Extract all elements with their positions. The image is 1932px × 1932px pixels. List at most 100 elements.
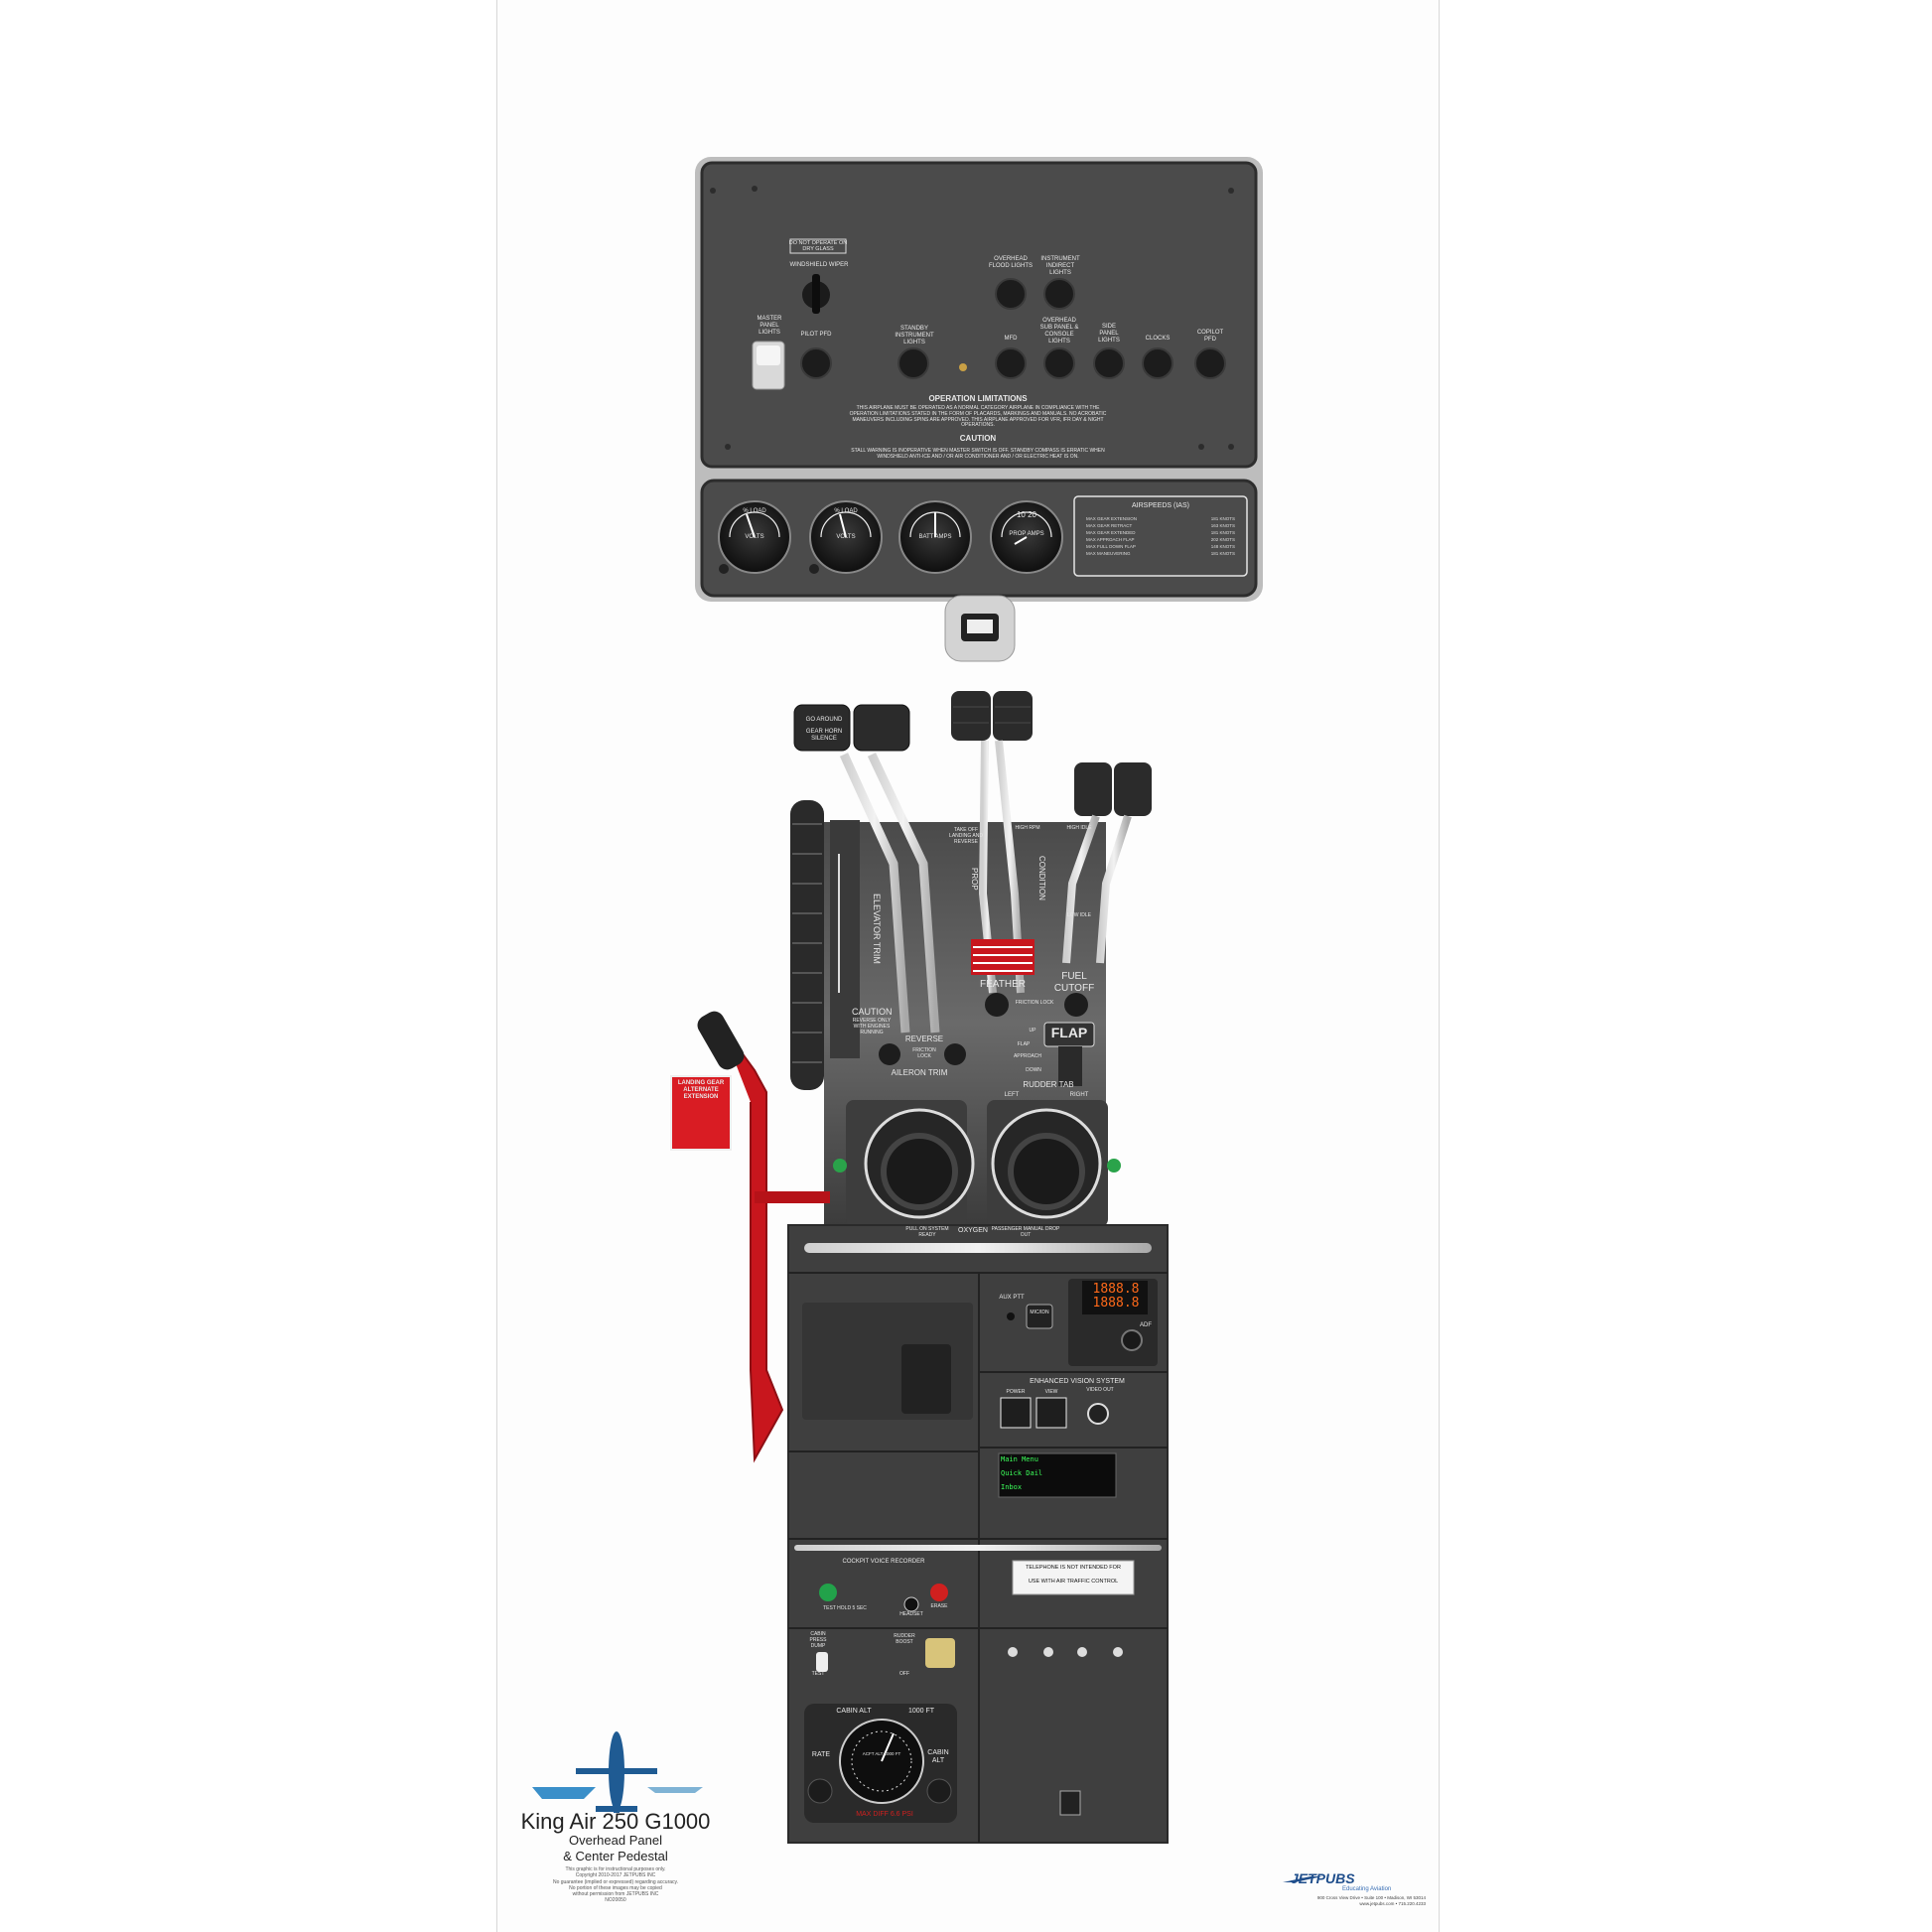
go-around-button[interactable]: GO AROUND bbox=[805, 717, 843, 723]
fine-print-line: Copyright 2010-2017 JETPUBS INC bbox=[575, 1872, 656, 1879]
brand-address-line: 900 Cross View Drive • Suite 100 • Madis… bbox=[1316, 1895, 1426, 1900]
rudder-right-label: RIGHT bbox=[1069, 1092, 1089, 1098]
cabin-diff-warning: MAX DIFF 6.6 PSI bbox=[856, 1811, 913, 1818]
caution-title: CAUTION bbox=[959, 434, 997, 443]
reverse-caution-text: REVERSE ONLY WITH ENGINES RUNNING bbox=[852, 1018, 892, 1035]
aileron-trim-label: AILERON TRIM bbox=[891, 1068, 948, 1077]
airspeeds-title: AIRSPEEDS (IAS) bbox=[1132, 502, 1189, 509]
high-idle-label: HIGH IDLE bbox=[1066, 825, 1092, 831]
brand-tagline: Educating Aviation bbox=[1342, 1886, 1392, 1892]
evs-view-button[interactable]: VIEW bbox=[1044, 1389, 1058, 1395]
elevator-trim-label: ELEVATOR TRIM bbox=[872, 894, 882, 964]
instrument-indirect-label: INSTRUMENT INDIRECT LIGHTS bbox=[1040, 256, 1080, 276]
fine-print-line: No guarantee (implied or expressed) rega… bbox=[552, 1878, 679, 1885]
gauge-3-label: BATT AMPS bbox=[918, 534, 952, 540]
flap-down-label: DOWN bbox=[1026, 1067, 1041, 1073]
reverse-caution-title: CAUTION bbox=[852, 1007, 893, 1017]
cvr-headset-label: HEADSET bbox=[899, 1611, 923, 1617]
high-rpm-label: HIGH RPM bbox=[1015, 825, 1040, 831]
telephone-placard-2: USE WITH AIR TRAFFIC CONTROL bbox=[1028, 1579, 1119, 1585]
adf-active-frequency: 1888.8 bbox=[1092, 1282, 1140, 1297]
gauge-1-top: % LOAD bbox=[743, 508, 766, 514]
gauge-2-label: VOLTS bbox=[836, 534, 856, 540]
mfd-label: MFD bbox=[1004, 336, 1018, 342]
do-not-operate-placard: DO NOT OPERATE ON DRY GLASS bbox=[788, 240, 848, 253]
cvr-title: COCKPIT VOICE RECORDER bbox=[842, 1559, 925, 1565]
mic-idn-button[interactable]: MIC/IDN bbox=[1030, 1310, 1049, 1315]
takeoff-landing-label: TAKE OFF LANDING AND REVERSE bbox=[949, 827, 983, 845]
cabin-alt-right-label: CABIN ALT bbox=[927, 1749, 949, 1765]
lcd-line-3: Inbox bbox=[1001, 1483, 1023, 1491]
flap-flap-label: FLAP bbox=[1017, 1041, 1031, 1047]
fine-print: This graphic is for instructional purpos… bbox=[536, 1866, 695, 1904]
flap-handle[interactable]: FLAP bbox=[1050, 1025, 1088, 1040]
flap-approach-label: APPROACH bbox=[1013, 1053, 1042, 1059]
cabin-alt-label: CABIN ALT bbox=[836, 1708, 872, 1715]
overhead-panel bbox=[695, 157, 1263, 662]
copilot-pfd-label: COPILOT PFD bbox=[1196, 330, 1224, 343]
brand-name: JETPUBS bbox=[1291, 1870, 1355, 1886]
oxygen-passenger-label: PASSENGER MANUAL DROP OUT bbox=[991, 1226, 1060, 1238]
gauge-4-label: PROP AMPS bbox=[1009, 531, 1044, 537]
landing-gear-placard: LANDING GEAR ALTERNATE EXTENSION bbox=[677, 1080, 725, 1100]
flap-up-label: UP bbox=[1029, 1028, 1036, 1034]
caution-text: STALL WARNING IS INOPERATIVE WHEN MASTER… bbox=[851, 448, 1105, 460]
master-panel-lights-label[interactable]: MASTER PANEL LIGHTS bbox=[757, 316, 782, 336]
evs-power-button[interactable]: POWER bbox=[1006, 1389, 1026, 1395]
evs-video-out-label: VIDEO OUT bbox=[1086, 1387, 1114, 1393]
lcd-line-2: Quick Dail bbox=[1001, 1469, 1043, 1477]
feather-label: FEATHER bbox=[980, 979, 1026, 990]
reverse-label: REVERSE bbox=[904, 1035, 944, 1043]
lcd-line-1: Main Menu bbox=[1001, 1455, 1038, 1463]
adf-label: ADF bbox=[1140, 1322, 1152, 1328]
acft-alt-label: ACFT ALT 1000 FT bbox=[862, 1751, 901, 1756]
windshield-wiper-label[interactable]: WINDSHIELD WIPER bbox=[789, 262, 849, 268]
clocks-label: CLOCKS bbox=[1145, 336, 1171, 342]
rate-label: RATE bbox=[811, 1751, 831, 1758]
subpanel-lights-label: OVERHEAD SUB PANEL & CONSOLE LIGHTS bbox=[1039, 318, 1079, 345]
operation-limitations-text: THIS AIRPLANE MUST BE OPERATED AS A NORM… bbox=[849, 405, 1107, 429]
rudder-boost-off-label: OFF bbox=[899, 1671, 909, 1677]
thousand-ft-label: 1000 FT bbox=[907, 1708, 935, 1715]
rudder-tab-label: RUDDER TAB bbox=[1023, 1080, 1074, 1089]
overhead-flood-label: OVERHEAD FLOOD LIGHTS bbox=[989, 256, 1034, 269]
evs-title: ENHANCED VISION SYSTEM bbox=[1030, 1378, 1125, 1385]
friction-lock-label: FRICTION LOCK bbox=[1015, 1000, 1054, 1006]
fine-print-line: NO20050 bbox=[605, 1897, 626, 1904]
document-title: King Air 250 G1000 bbox=[520, 1809, 711, 1834]
brand-address-line: www.jetpubs.com • 715.220.4233 bbox=[1359, 1900, 1426, 1906]
side-panel-lights-label: SIDE PANEL LIGHTS bbox=[1098, 324, 1120, 344]
rudder-left-label: LEFT bbox=[1004, 1092, 1020, 1098]
cvr-test-button[interactable]: TEST HOLD 5 SEC bbox=[823, 1605, 867, 1611]
fine-print-line: No portion of these images may be copied bbox=[569, 1884, 662, 1891]
gauge-1-label: VOLTS bbox=[745, 534, 764, 540]
jetpubs-logo-icon bbox=[1283, 1876, 1322, 1882]
cvr-erase-button[interactable]: ERASE bbox=[930, 1603, 948, 1609]
pilot-pfd-label: PILOT PFD bbox=[800, 332, 832, 338]
operation-limitations-title: OPERATION LIMITATIONS bbox=[928, 394, 1028, 403]
reverse-friction-lock-label: FRICTION LOCK bbox=[912, 1047, 936, 1059]
document-subtitle-2: & Center Pedestal bbox=[563, 1849, 668, 1863]
brand-address: 900 Cross View Drive • Suite 100 • Madis… bbox=[1287, 1895, 1426, 1907]
gauge-2-top: % LOAD bbox=[834, 508, 858, 514]
cabin-press-dump-label: CABIN PRESS DUMP bbox=[809, 1631, 827, 1649]
fine-print-line: This graphic is for instructional purpos… bbox=[565, 1866, 666, 1872]
oxygen-label[interactable]: OXYGEN bbox=[958, 1227, 988, 1234]
gauge-4-top: 10 20 bbox=[1016, 510, 1037, 519]
adf-standby-frequency: 1888.8 bbox=[1092, 1296, 1140, 1311]
gear-horn-silence-label[interactable]: GEAR HORN SILENCE bbox=[805, 729, 843, 742]
aux-ptt-label: AUX PTT bbox=[999, 1295, 1025, 1301]
document-subtitle-1: Overhead Panel bbox=[569, 1833, 662, 1848]
fuel-cutoff-label: FUEL CUTOFF bbox=[1053, 971, 1095, 994]
fine-print-line: without permission from JETPUBS INC bbox=[572, 1891, 659, 1897]
cabin-press-test-label: TEST bbox=[811, 1671, 825, 1677]
oxygen-pull-on-label: PULL ON SYSTEM READY bbox=[905, 1226, 949, 1238]
